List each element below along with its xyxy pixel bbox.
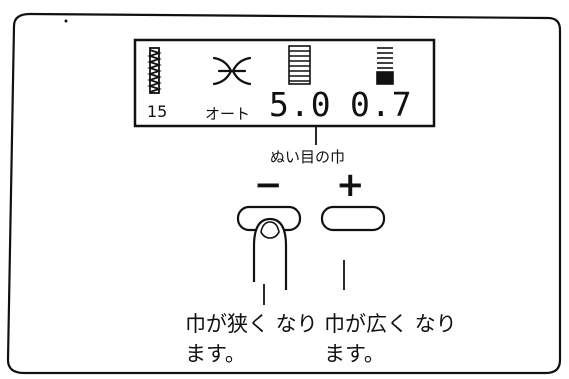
width-label: ぬい目の巾 <box>270 148 346 166</box>
zigzag-stitch-icon <box>147 47 162 94</box>
minus-symbol: − <box>254 165 283 205</box>
width-value: 5.0 <box>269 85 332 124</box>
stitch-length-icon <box>376 47 394 85</box>
plus-caption: 巾が広く なります。 <box>324 312 457 366</box>
lcd-display <box>133 38 436 128</box>
minus-caption: 巾が狭く なります。 <box>185 312 318 366</box>
panel-frame <box>6 12 562 375</box>
auto-mode-icon <box>212 56 252 86</box>
mode-label: オート <box>205 105 251 123</box>
plus-button <box>320 205 386 232</box>
stitch-width-icon <box>288 45 311 85</box>
stitch-number: 15 <box>147 102 168 121</box>
plus-symbol: + <box>336 165 365 205</box>
length-value: 0.7 <box>350 85 413 124</box>
finger-icon <box>252 217 288 290</box>
